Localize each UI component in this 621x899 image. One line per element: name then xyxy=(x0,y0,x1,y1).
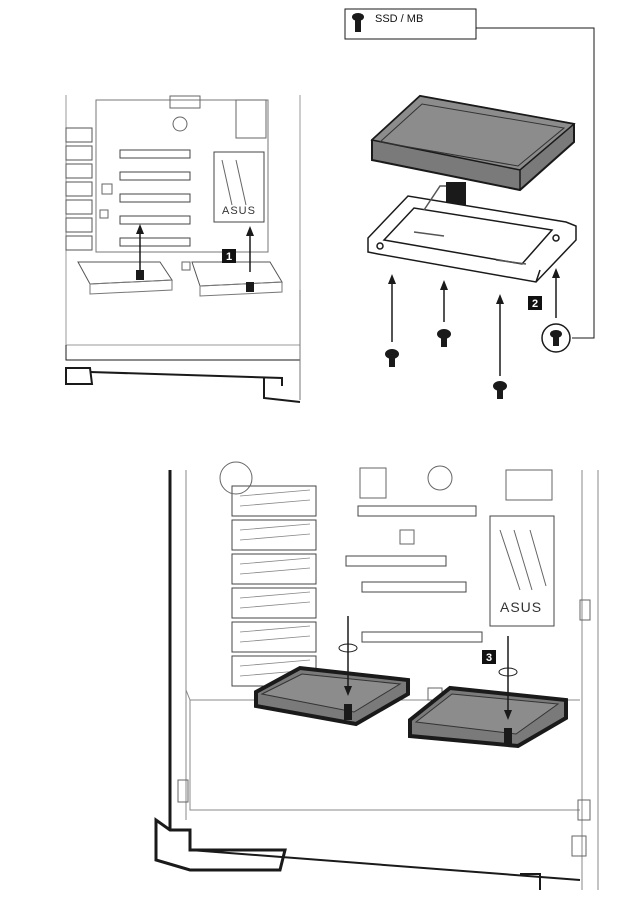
screw-icon xyxy=(437,329,451,347)
screw-arrows xyxy=(391,276,557,376)
screw-icon xyxy=(493,381,507,399)
overview-screw-icons xyxy=(136,270,254,292)
highlighted-screw xyxy=(541,323,571,353)
step-badge-2: 2 xyxy=(528,296,542,310)
step-number-3: 3 xyxy=(486,652,492,664)
chassis-overview-panel xyxy=(65,95,301,403)
chassis-closeup-panel xyxy=(154,461,599,890)
rotate-icon xyxy=(338,643,358,653)
screw-arrowheads xyxy=(388,268,560,304)
installed-ssd-right xyxy=(408,685,568,749)
screw-legend: SSD / MB xyxy=(344,8,595,339)
chassis-brand: ASUS xyxy=(500,599,542,615)
step-badge-1: 1 xyxy=(222,249,236,263)
step-badge-3: 3 xyxy=(482,650,496,664)
screw-down-arrowheads xyxy=(344,686,512,720)
step-number-1: 1 xyxy=(226,251,232,263)
mounting-screws xyxy=(385,329,507,399)
legend-label: SSD / MB xyxy=(375,13,423,25)
mounting-bracket xyxy=(367,185,577,283)
rotate-icon xyxy=(498,667,518,677)
step-number-2: 2 xyxy=(532,298,538,310)
screw-icon xyxy=(385,349,399,367)
installed-ssd-left xyxy=(254,665,410,727)
overview-arrows xyxy=(136,224,254,272)
ssd-drive-exploded xyxy=(370,94,576,192)
rotation-marks xyxy=(338,643,518,677)
chassis-brand-small: ASUS xyxy=(222,205,256,217)
installed-screws xyxy=(344,704,512,744)
screw-icon xyxy=(352,13,364,32)
